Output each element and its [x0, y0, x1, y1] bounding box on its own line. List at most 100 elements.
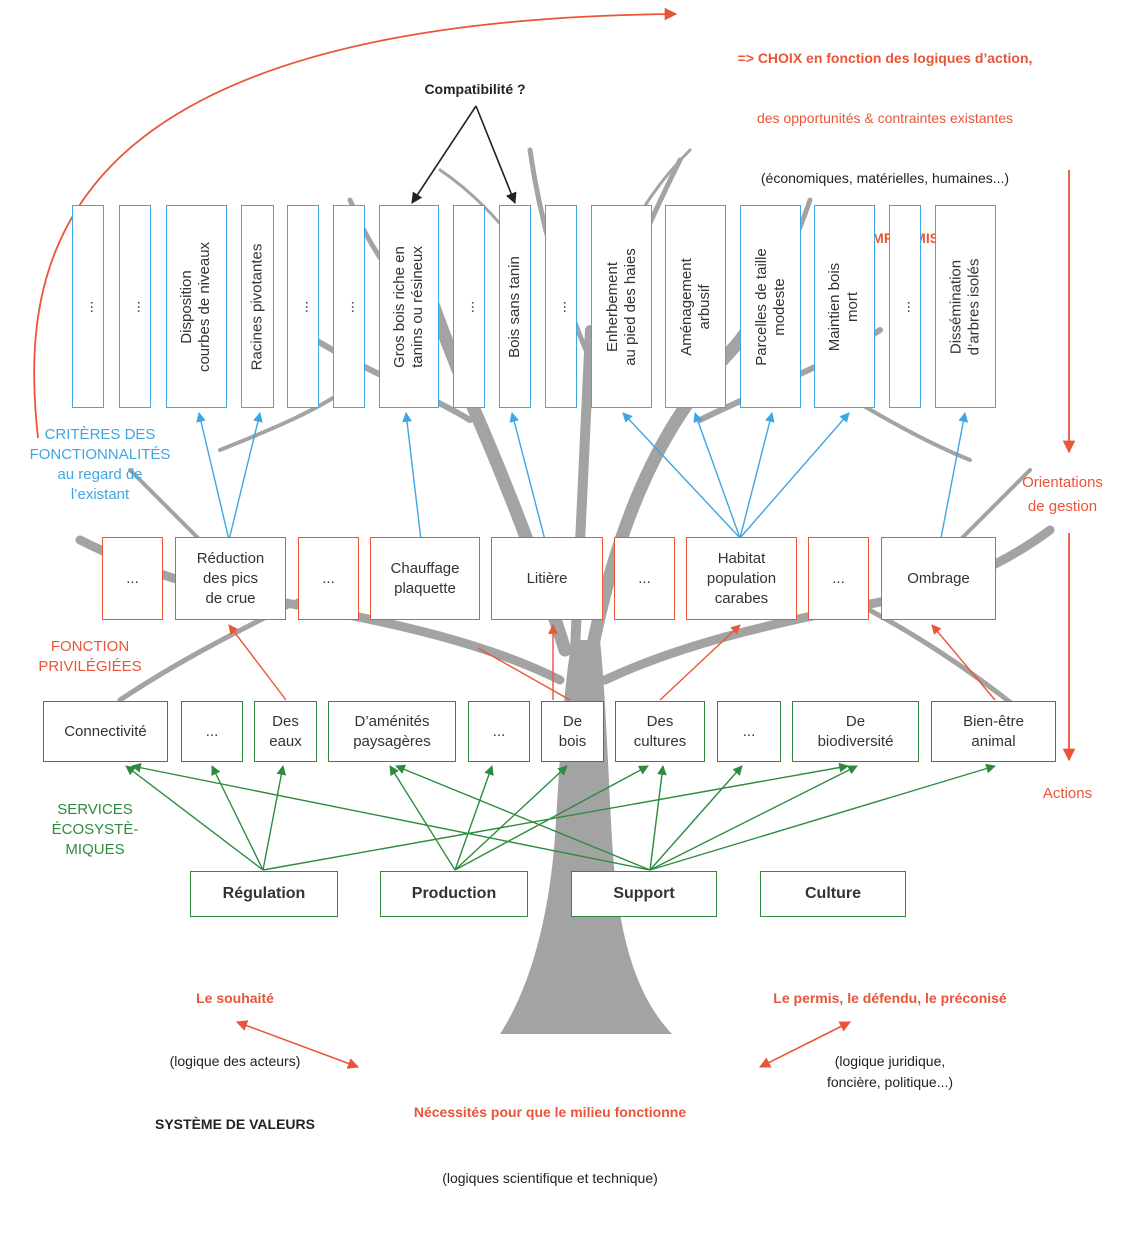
service-box: ...	[468, 701, 530, 762]
compatibility-label: Compatibilité ?	[424, 81, 526, 97]
service-label: Des cultures	[633, 712, 687, 750]
function-box: Chauffage plaquette	[370, 537, 480, 620]
category-box: Régulation	[190, 871, 338, 917]
diagram-stage: => CHOIX en fonction des logiques d’acti…	[29, 7, 1126, 1186]
function-label: ...	[322, 569, 335, 587]
function-box: ...	[102, 537, 163, 620]
actions-label: Actions	[1042, 785, 1093, 802]
choice-feedback-arrow	[33, 7, 678, 439]
criteria-box: ...	[453, 205, 485, 408]
category-box: Production	[380, 871, 528, 917]
category-label: Production	[411, 885, 497, 902]
criteria-label: Enherbement au pied des haies	[603, 247, 639, 366]
criteria-label: Gros bois riche en tanins ou résineux	[391, 245, 426, 368]
category-label: Support	[613, 885, 675, 902]
criteria-box: Maintien bois mort	[814, 205, 875, 408]
criteria-label: Maintien bois mort	[826, 262, 862, 351]
function-label: Réduction des pics de crue	[196, 549, 265, 607]
service-label: De bois	[558, 712, 587, 750]
functions-side-label: FONCTION PRIVILÉGIÉES	[38, 638, 142, 675]
right-double-arrow	[758, 1021, 852, 1068]
header-line-2: des opportunités & contraintes existante…	[756, 110, 1014, 126]
category-box: Support	[571, 871, 717, 917]
orientations-label: Orientations de gestion	[1022, 474, 1103, 515]
criteria-box: ...	[545, 205, 577, 408]
left-double-arrow	[235, 1020, 360, 1069]
criteria-label: ...	[339, 300, 357, 313]
permitted-subtitle: (logique juridique, foncière, politique.…	[826, 1053, 954, 1090]
criteria-box: Dissémination d’arbres isolés	[935, 205, 996, 408]
criteria-label: Bois sans tanin	[506, 255, 524, 358]
function-box: ...	[614, 537, 675, 620]
function-label: Litière	[526, 569, 568, 587]
service-box: Connectivité	[43, 701, 168, 762]
service-label: ...	[492, 722, 506, 740]
criteria-box: ...	[333, 205, 365, 408]
service-links	[125, 762, 996, 871]
necessities-title: Nécessités pour que le milieu fonctionne	[413, 1104, 687, 1120]
service-box: D’aménités paysagères	[328, 701, 456, 762]
criteria-label: ...	[125, 300, 143, 313]
service-label: Des eaux	[269, 712, 302, 750]
service-box: ...	[717, 701, 781, 762]
function-label: Chauffage plaquette	[390, 559, 460, 597]
criteria-label: ...	[293, 300, 311, 313]
service-box: ...	[181, 701, 243, 762]
service-box: De bois	[541, 701, 604, 762]
function-box: Habitat population carabes	[686, 537, 797, 620]
criteria-links	[196, 412, 969, 541]
permitted-block: Le permis, le défendu, le préconisé (log…	[700, 946, 1080, 1135]
criteria-box: ...	[889, 205, 921, 408]
criteria-box: Parcelles de taille modeste	[740, 205, 801, 408]
criteria-label: ...	[551, 300, 569, 313]
criteria-side-label: CRITÈRES DES FONCTIONNALITÉS au regard d…	[29, 426, 171, 503]
service-box: Bien-être animal	[931, 701, 1056, 762]
function-links	[228, 624, 996, 701]
service-label: Connectivité	[64, 722, 147, 740]
header-line-1: => CHOIX en fonction des logiques d’acti…	[737, 50, 1033, 66]
criteria-label: Disposition courbes de niveaux	[178, 241, 214, 372]
function-label: ...	[832, 569, 845, 587]
function-box: Réduction des pics de crue	[175, 537, 286, 620]
function-label: Ombrage	[907, 569, 970, 587]
service-box: Des cultures	[615, 701, 705, 762]
criteria-label: ...	[895, 300, 913, 313]
category-label: Culture	[805, 885, 861, 902]
criteria-label: ...	[78, 300, 96, 313]
header-line-3: (économiques, matérielles, humaines...)	[760, 170, 1010, 186]
service-box: Des eaux	[254, 701, 317, 762]
desired-title: Le souhaité	[196, 990, 274, 1006]
desired-subtitle: (logique des acteurs)	[169, 1053, 301, 1069]
function-box: Litière	[491, 537, 603, 620]
compat-arrow-right	[475, 105, 517, 205]
criteria-box: Racines pivotantes	[241, 205, 274, 408]
function-label: ...	[638, 569, 651, 587]
criteria-box: ...	[287, 205, 319, 408]
criteria-box: Bois sans tanin	[499, 205, 531, 408]
header-text: => CHOIX en fonction des logiques d’acti…	[640, 8, 1126, 288]
function-label: Habitat population carabes	[706, 549, 777, 607]
necessities-subtitle: (logiques scientifique et technique)	[442, 1170, 658, 1186]
service-label: ...	[742, 722, 756, 740]
function-box: Ombrage	[881, 537, 996, 620]
criteria-box: Gros bois riche en tanins ou résineux	[379, 205, 439, 408]
function-box: ...	[298, 537, 359, 620]
compat-arrow-left	[411, 105, 477, 204]
criteria-label: Dissémination d’arbres isolés	[947, 258, 983, 355]
criteria-label: Racines pivotantes	[248, 243, 266, 370]
function-label: ...	[126, 569, 139, 587]
criteria-label: Parcelles de taille modeste	[752, 247, 788, 366]
criteria-label: Aménagement arbusif	[677, 257, 713, 356]
criteria-box: Enherbement au pied des haies	[591, 205, 652, 408]
service-label: De biodiversité	[817, 712, 894, 750]
service-box: De biodiversité	[792, 701, 919, 762]
permitted-title: Le permis, le défendu, le préconisé	[773, 990, 1007, 1006]
services-side-label: SERVICES ÉCOSYSTÈ- MIQUES	[51, 801, 139, 858]
criteria-box: ...	[119, 205, 151, 408]
criteria-box: Aménagement arbusif	[665, 205, 726, 408]
criteria-box: ...	[72, 205, 104, 408]
category-label: Régulation	[222, 885, 306, 902]
function-box: ...	[808, 537, 869, 620]
service-label: D’aménités paysagères	[353, 712, 431, 750]
service-label: Bien-être animal	[963, 712, 1024, 750]
